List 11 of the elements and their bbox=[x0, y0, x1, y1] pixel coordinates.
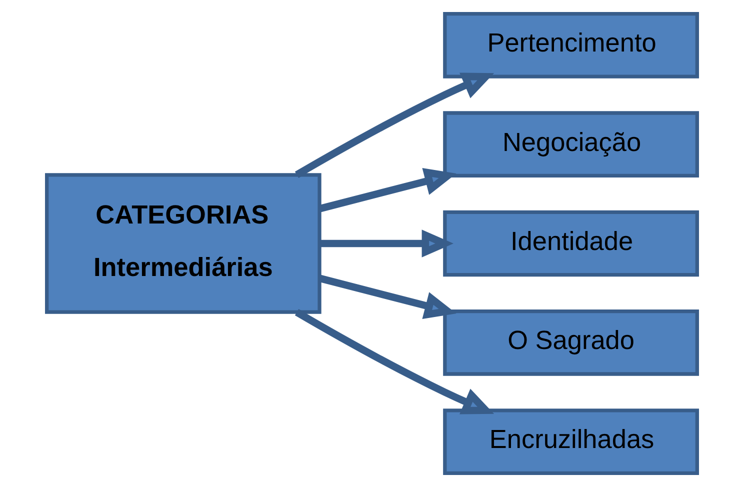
arrow bbox=[318, 274, 456, 320]
node-box: Pertencimento bbox=[442, 12, 698, 78]
node-box: Identidade bbox=[442, 210, 698, 277]
node-box: O Sagrado bbox=[442, 309, 698, 376]
arrow bbox=[294, 309, 494, 414]
arrow bbox=[319, 230, 453, 258]
node-box: Negociação bbox=[442, 111, 698, 178]
arrow bbox=[294, 72, 494, 178]
node-box: Encruzilhadas bbox=[442, 408, 698, 475]
node-box: CATEGORIAS Intermediárias bbox=[44, 173, 321, 314]
arrow bbox=[318, 168, 456, 212]
